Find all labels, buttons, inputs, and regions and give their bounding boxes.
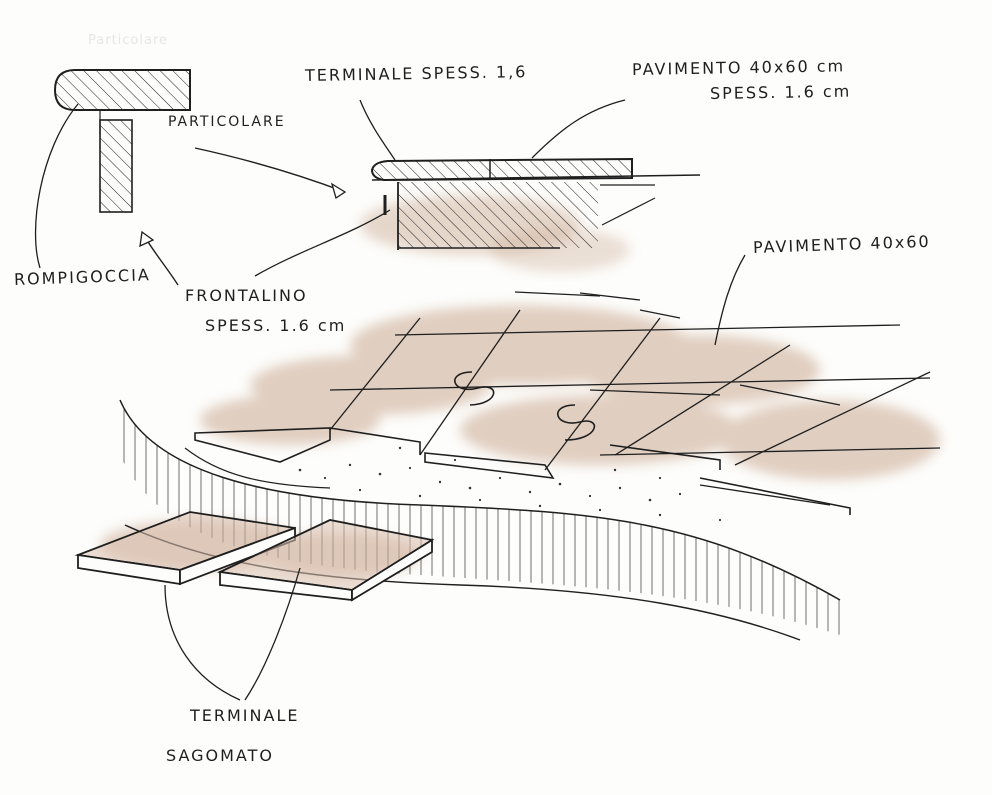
leader-arrows (139, 147, 347, 286)
faint-corner-text: Particolare (88, 33, 169, 48)
section-detail (254, 99, 701, 277)
label-frontalino-line1: FRONTALINO (185, 286, 308, 305)
label-terminale-sagomato-line1: TERMINALE (190, 706, 300, 725)
rompigoccia-detail (34, 69, 191, 269)
label-pavimento-top-line2: SPESS. 1.6 cm (709, 81, 852, 103)
label-terminale-spess: TERMINALE SPESS. 1,6 (304, 62, 528, 85)
label-terminale-sagomato-line2: SAGOMATO (166, 746, 274, 765)
perspective-view (74, 254, 941, 701)
label-pavimento-top-line1: PAVIMENTO 40x60 cm (631, 56, 846, 79)
label-particolare: PARTICOLARE (168, 114, 286, 130)
label-frontalino-line2: SPESS. 1.6 cm (205, 316, 347, 335)
